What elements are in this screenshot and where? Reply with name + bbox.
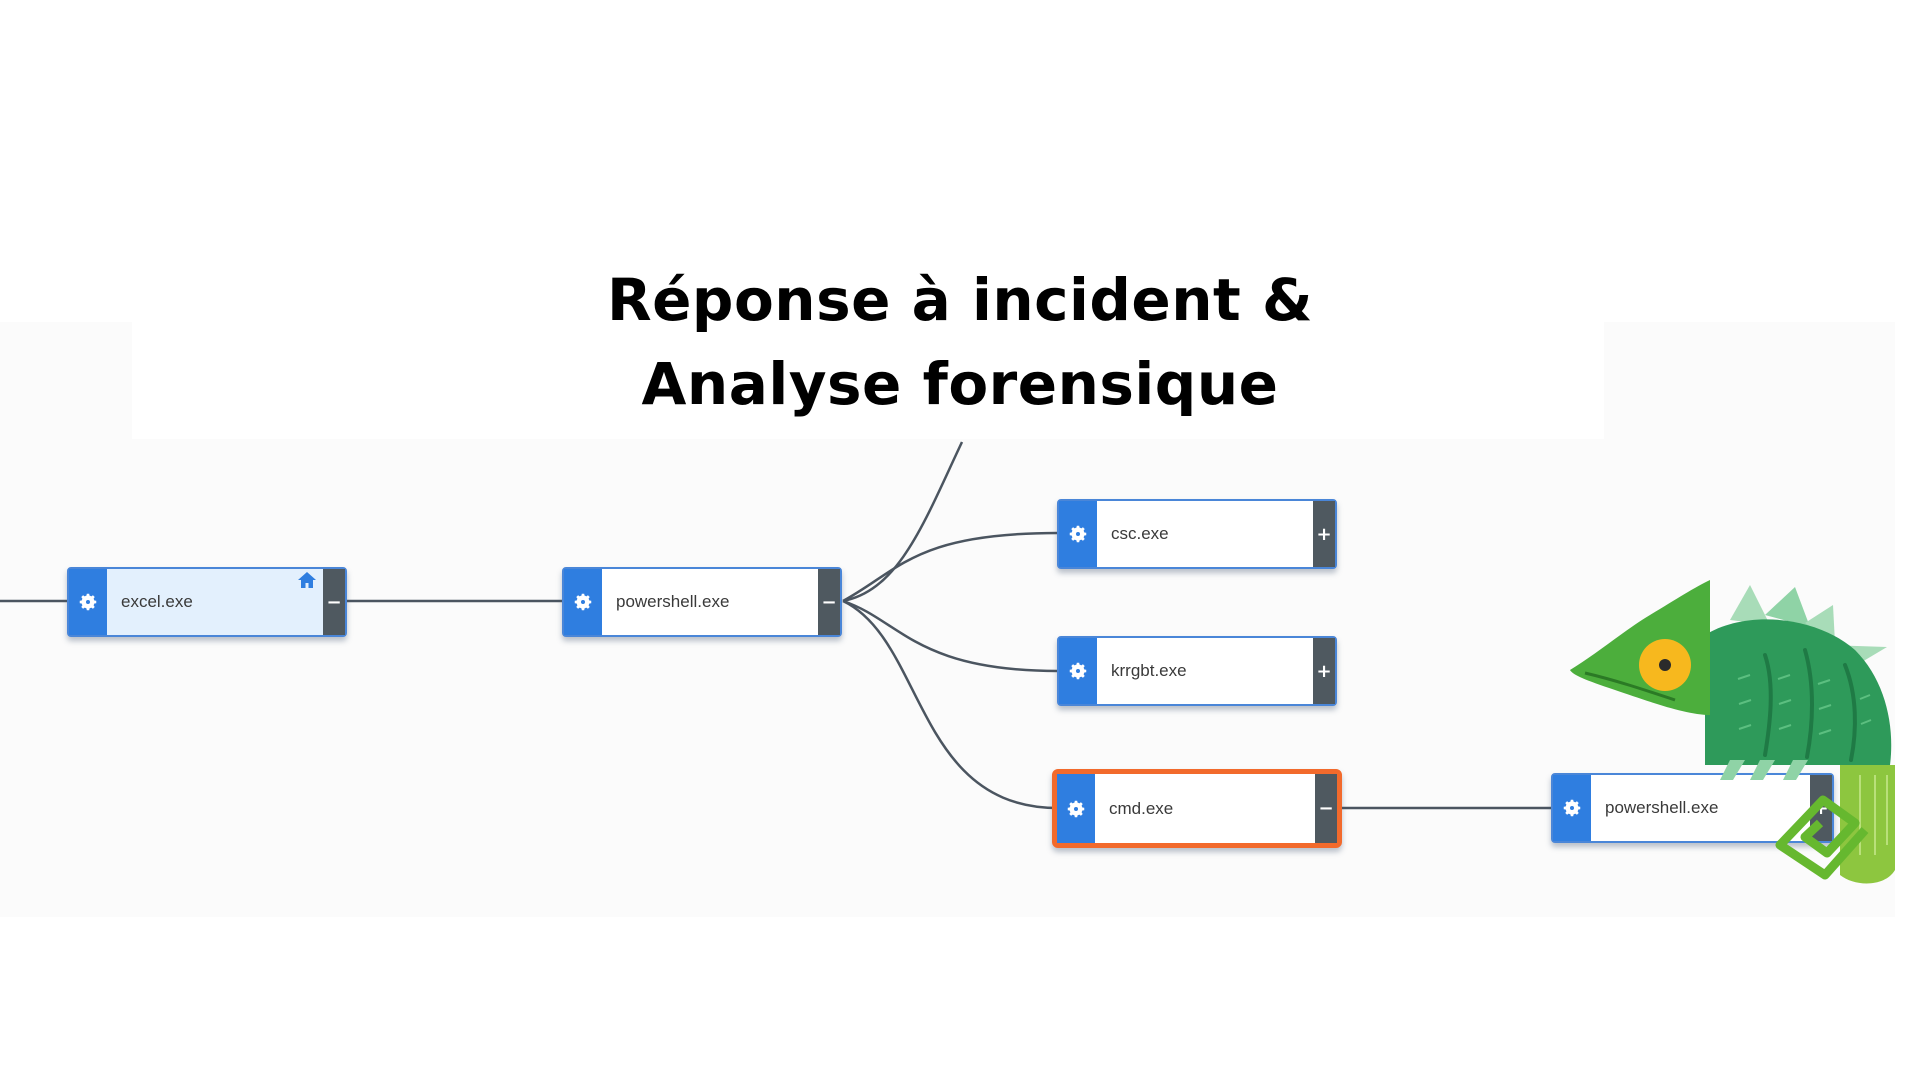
gear-icon[interactable] — [1057, 774, 1095, 843]
process-node-excel[interactable]: excel.exe − — [67, 567, 347, 637]
collapse-toggle[interactable]: − — [323, 569, 345, 635]
chameleon-icon — [1570, 580, 1895, 884]
process-name: powershell.exe — [1605, 798, 1719, 817]
page-title: Réponse à incident & Analyse forensique — [0, 258, 1920, 426]
title-line-2: Analyse forensique — [641, 350, 1279, 418]
edge-powershell-cmd — [842, 599, 1059, 810]
gear-icon[interactable] — [1553, 775, 1591, 841]
gear-icon[interactable] — [1059, 638, 1097, 704]
process-label: powershell.exe — [602, 569, 818, 635]
collapse-toggle[interactable]: − — [1315, 774, 1337, 843]
collapse-toggle[interactable]: − — [818, 569, 840, 635]
expand-toggle[interactable]: + — [1313, 638, 1335, 704]
process-label: powershell.exe — [1591, 775, 1810, 841]
process-label: krrgbt.exe — [1097, 638, 1313, 704]
process-name: cmd.exe — [1109, 798, 1174, 818]
process-label: cmd.exe — [1095, 774, 1315, 843]
process-name: krrgbt.exe — [1111, 661, 1187, 680]
process-node-powershell[interactable]: powershell.exe − — [562, 567, 842, 637]
edge-powershell-krrgbt — [842, 599, 1059, 673]
expand-toggle[interactable]: + — [1313, 501, 1335, 567]
edge-powershell-csc — [842, 531, 1059, 603]
gear-icon[interactable] — [564, 569, 602, 635]
process-node-csc[interactable]: csc.exe + — [1057, 499, 1337, 569]
process-node-cmd[interactable]: cmd.exe − — [1052, 769, 1342, 848]
gear-icon[interactable] — [69, 569, 107, 635]
edge-powershell-upper — [842, 441, 964, 603]
home-icon — [298, 572, 316, 588]
process-name: csc.exe — [1111, 524, 1169, 543]
process-label: csc.exe — [1097, 501, 1313, 567]
process-label: excel.exe — [107, 569, 323, 635]
process-node-krrgbt[interactable]: krrgbt.exe + — [1057, 636, 1337, 706]
title-band — [132, 322, 1604, 439]
process-name: excel.exe — [121, 592, 193, 611]
gear-icon[interactable] — [1059, 501, 1097, 567]
title-line-1: Réponse à incident & — [606, 266, 1314, 334]
process-name: powershell.exe — [616, 592, 730, 611]
